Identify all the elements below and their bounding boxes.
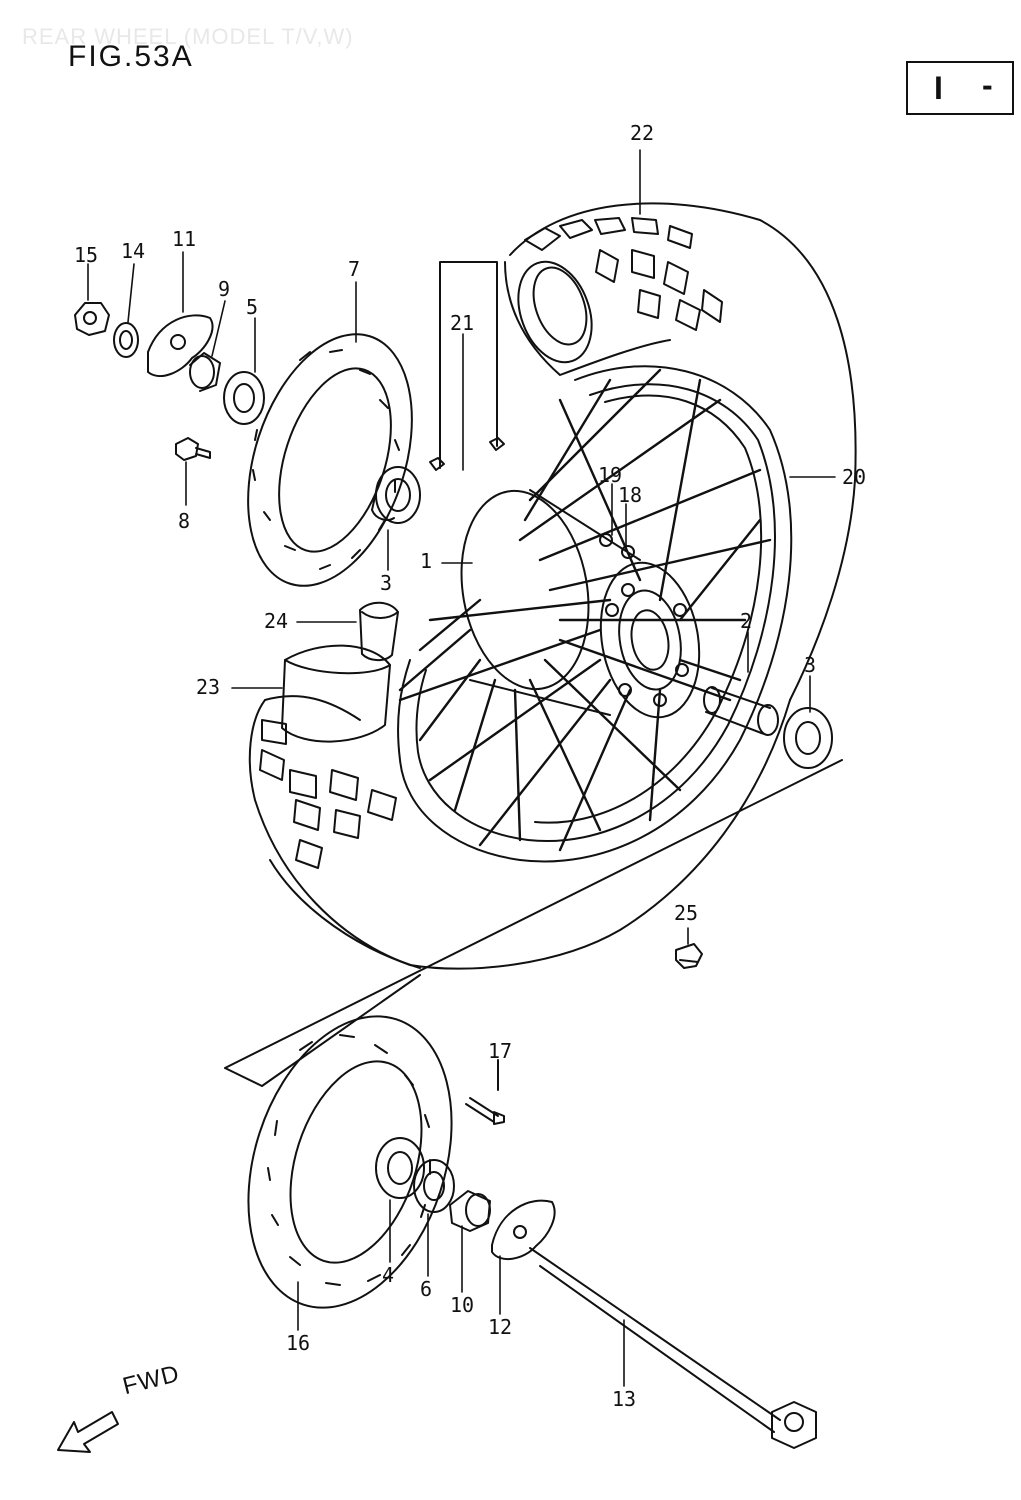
- callout-8: 8: [178, 509, 190, 533]
- callout-17: 17: [488, 1039, 512, 1063]
- hub-drawing: [460, 489, 701, 719]
- callout-5: 5: [246, 295, 258, 319]
- callout-14: 14: [121, 239, 145, 263]
- bearing-left: [371, 466, 421, 524]
- callout-4: 4: [382, 1263, 394, 1287]
- callout-3-left: 3: [380, 571, 392, 595]
- callout-20: 20: [842, 465, 866, 489]
- callout-13: 13: [612, 1387, 636, 1411]
- callout-10: 10: [450, 1293, 474, 1317]
- rim-drawing: [397, 365, 793, 863]
- spokes-drawing: [398, 368, 772, 852]
- callout-6: 6: [420, 1277, 432, 1301]
- left-hardware: [74, 302, 265, 461]
- leader-lines: [87, 149, 836, 1387]
- badge-dash: -: [982, 67, 993, 103]
- right-hardware: [375, 943, 817, 1449]
- callout-11: 11: [172, 227, 196, 251]
- callout-24: 24: [264, 609, 288, 633]
- brake-disc: [247, 333, 413, 587]
- tube-drawing: [281, 601, 399, 743]
- callout-9: 9: [218, 277, 230, 301]
- faded-header-title: REAR WHEEL (MODEL T/V,W): [22, 24, 354, 49]
- callout-23: 23: [196, 675, 220, 699]
- callout-15: 15: [74, 243, 98, 267]
- callout-1: 1: [420, 549, 432, 573]
- callout-19: 19: [598, 463, 622, 487]
- badge-mark: I: [934, 70, 943, 106]
- callout-12: 12: [488, 1315, 512, 1339]
- callout-18: 18: [618, 483, 642, 507]
- tire-drawing: [248, 202, 857, 970]
- callout-22: 22: [630, 121, 654, 145]
- callout-21: 21: [450, 311, 474, 335]
- callout-16: 16: [286, 1331, 310, 1355]
- fwd-arrow-icon: [57, 1411, 119, 1453]
- callout-2: 2: [740, 609, 752, 633]
- callout-3-right: 3: [804, 653, 816, 677]
- callout-25: 25: [674, 901, 698, 925]
- figure-title: FIG.53A: [68, 40, 194, 73]
- section-badge: I -: [906, 61, 1014, 115]
- callout-7: 7: [348, 257, 360, 281]
- separator-line: [224, 759, 843, 1087]
- sprocket: [247, 1015, 453, 1309]
- nipples: [429, 261, 635, 559]
- spacer-bearing-right: [703, 686, 833, 769]
